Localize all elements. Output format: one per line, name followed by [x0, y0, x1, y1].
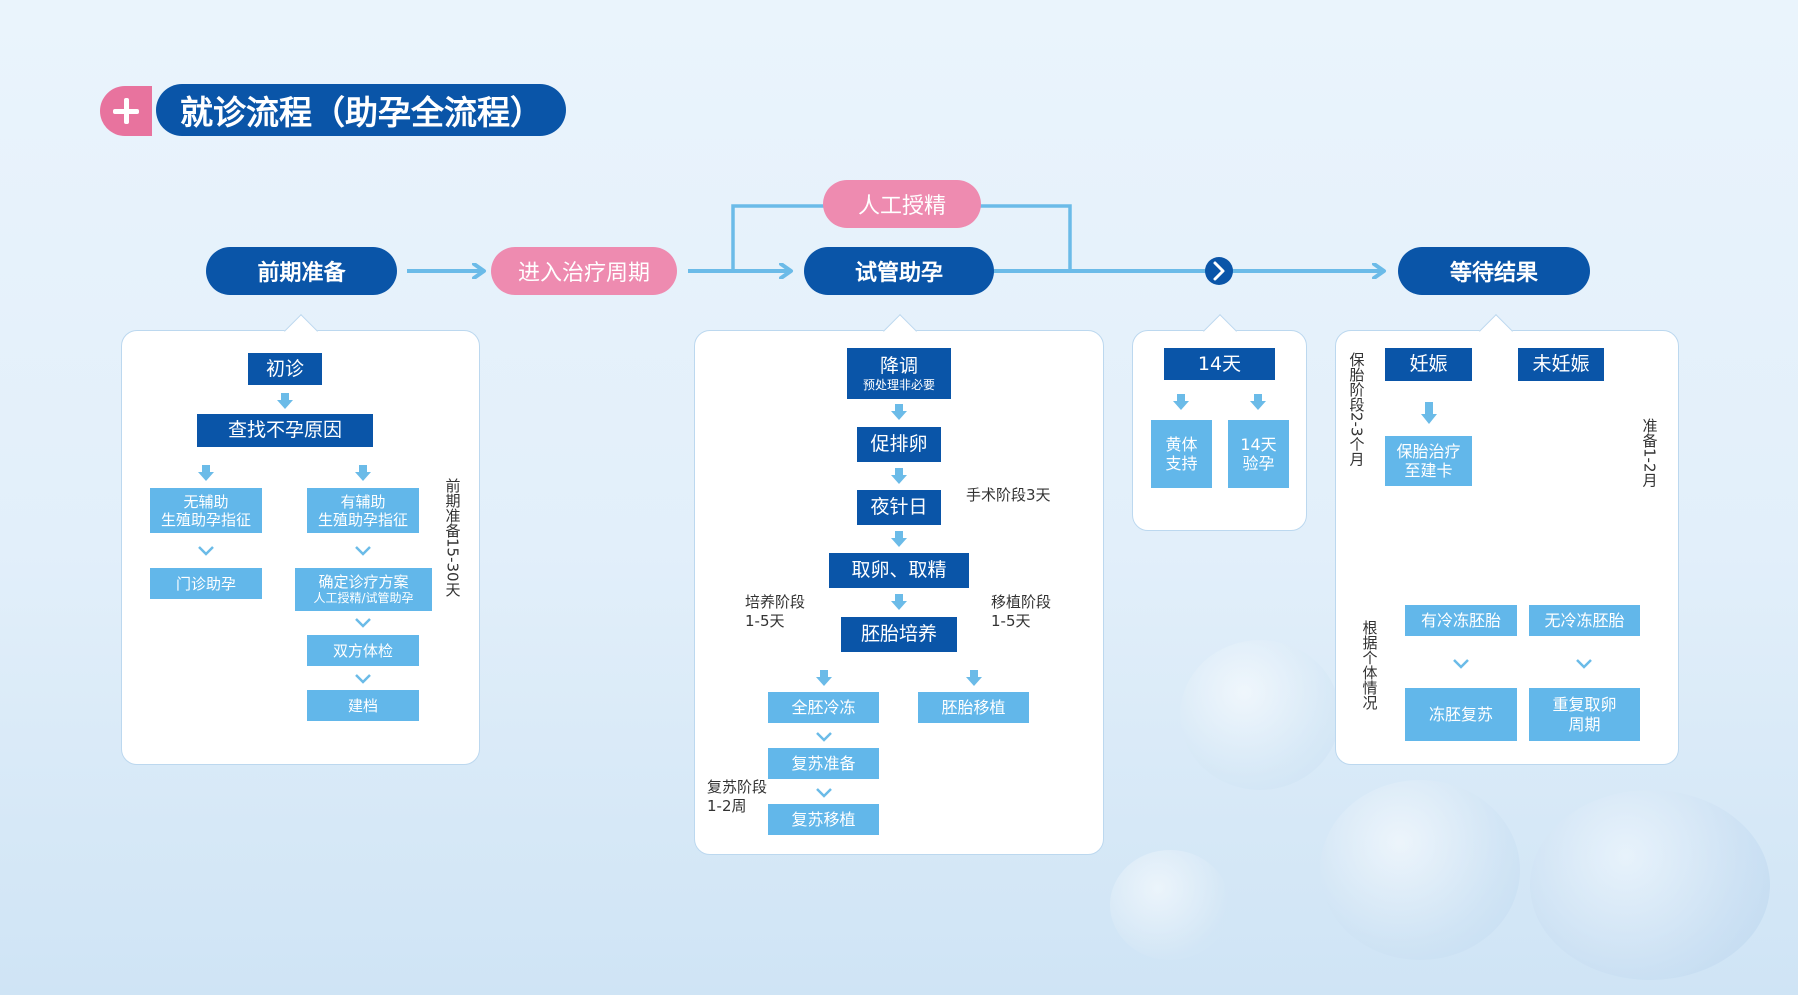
arrow-down-icon — [1249, 393, 1267, 415]
step-egg-sperm-retrieval: 取卵、取精 — [829, 553, 969, 588]
chevron-down-icon — [354, 671, 372, 690]
step-ovulation-induction: 促排卵 — [857, 427, 941, 462]
label: 1-5天 — [991, 611, 1031, 630]
label: 无辅助 — [183, 492, 229, 511]
label: 有辅助 — [340, 492, 386, 511]
label: 1-5天 — [745, 611, 785, 630]
note-prep-duration: 前期准备15-30天 — [443, 478, 462, 597]
arrow-down-icon — [890, 467, 908, 489]
label: 生殖助孕指征 — [160, 510, 251, 529]
label: 至建卡 — [1404, 461, 1453, 480]
step-health-check: 双方体检 — [307, 635, 419, 666]
chevron-down-icon — [197, 543, 215, 562]
step-no-assist-indication: 无辅助 生殖助孕指征 — [150, 488, 262, 533]
label: 支持 — [1165, 454, 1198, 473]
label: 预处理非必要 — [862, 377, 935, 392]
arrow-down-icon — [890, 593, 908, 615]
step-first-visit: 初诊 — [248, 353, 322, 385]
label: 保胎治疗 — [1396, 441, 1461, 461]
step-treatment-plan: 确定诊疗方案 人工授精/试管助孕 — [295, 568, 432, 611]
arrow-down-icon — [354, 464, 372, 486]
label: 培养阶段 — [745, 593, 806, 611]
step-has-assist-indication: 有辅助 生殖助孕指征 — [307, 488, 419, 533]
step-pregnancy-care: 保胎治疗 至建卡 — [1385, 436, 1472, 486]
step-freeze-all: 全胚冷冻 — [768, 692, 879, 723]
label: 人工授精/试管助孕 — [313, 591, 414, 606]
step-register-file: 建档 — [307, 690, 419, 721]
label: 周期 — [1568, 714, 1601, 734]
label: 14天 — [1240, 434, 1277, 454]
step-embryo-transfer: 胚胎移植 — [918, 692, 1029, 723]
step-14-days: 14天 — [1164, 348, 1275, 380]
chevron-down-icon — [815, 785, 833, 804]
step-not-pregnant: 未妊娠 — [1518, 348, 1604, 381]
arrow-down-icon — [1172, 393, 1190, 415]
arrow-down-icon — [965, 669, 983, 691]
step-pregnancy-test: 14天 验孕 — [1228, 420, 1289, 488]
arrow-down-icon — [815, 669, 833, 691]
step-embryo-culture: 胚胎培养 — [841, 617, 957, 652]
step-luteal-support: 黄体 支持 — [1151, 420, 1212, 488]
note-thaw-stage: 复苏阶段 1-2周 — [707, 778, 767, 816]
step-has-frozen-embryo: 有冷冻胚胎 — [1405, 605, 1517, 636]
background-cell — [1530, 790, 1770, 980]
note-surgery-stage: 手术阶段3天 — [966, 486, 1051, 504]
background-cell — [1180, 640, 1340, 790]
label: 移植阶段 — [991, 593, 1052, 611]
stage-enter-cycle: 进入治疗周期 — [491, 247, 677, 295]
stage-prep: 前期准备 — [206, 247, 397, 295]
step-find-cause: 查找不孕原因 — [197, 414, 373, 447]
arrow-down-icon — [890, 403, 908, 425]
chevron-down-icon — [354, 615, 372, 634]
label: 生殖助孕指征 — [317, 510, 408, 529]
note-culture-stage: 培养阶段 1-5天 — [745, 593, 805, 631]
chevron-down-icon — [1452, 656, 1470, 675]
stage-wait-result: 等待结果 — [1398, 247, 1590, 295]
chevron-down-icon — [354, 543, 372, 562]
step-no-frozen-embryo: 无冷冻胚胎 — [1529, 605, 1640, 636]
step-trigger-day: 夜针日 — [857, 490, 941, 525]
stage-ivf: 试管助孕 — [804, 247, 994, 295]
plus-icon — [100, 86, 152, 136]
stage-artificial-insemination: 人工授精 — [823, 180, 981, 228]
label: 黄体 — [1165, 434, 1198, 454]
page-title-text: 就诊流程（助孕全流程） — [156, 84, 566, 136]
card-preparation — [121, 314, 480, 765]
step-downregulation: 降调 预处理非必要 — [847, 348, 951, 399]
arrow-down-icon — [890, 530, 908, 552]
arrow-down-icon — [276, 392, 294, 414]
step-thaw-prep: 复苏准备 — [768, 748, 879, 779]
arrow-down-icon — [197, 464, 215, 486]
arrow-down-icon — [1420, 401, 1438, 429]
label: 确定诊疗方案 — [318, 573, 409, 592]
label: 复苏阶段 — [707, 778, 768, 796]
chevron-down-icon — [1575, 656, 1593, 675]
background-cell — [1110, 850, 1230, 960]
label: 降调 — [879, 354, 918, 377]
note-prep-duration: 准备1-2月 — [1640, 418, 1659, 488]
step-repeat-retrieval: 重复取卵 周期 — [1529, 688, 1640, 741]
label: 验孕 — [1242, 454, 1275, 473]
label: 重复取卵 — [1552, 695, 1617, 715]
chevron-down-icon — [815, 729, 833, 748]
background-cell — [1320, 780, 1520, 960]
note-transfer-stage: 移植阶段 1-5天 — [991, 593, 1051, 631]
step-clinic-assist: 门诊助孕 — [150, 568, 262, 599]
label: 1-2周 — [707, 796, 747, 815]
note-care-duration: 保胎阶段2-3个月 — [1347, 352, 1366, 467]
step-thaw-transfer: 复苏移植 — [768, 804, 879, 835]
step-pregnant: 妊娠 — [1385, 348, 1472, 381]
note-individual: 根据个体情况 — [1360, 620, 1379, 710]
step-frozen-embryo-thaw: 冻胚复苏 — [1405, 688, 1517, 741]
